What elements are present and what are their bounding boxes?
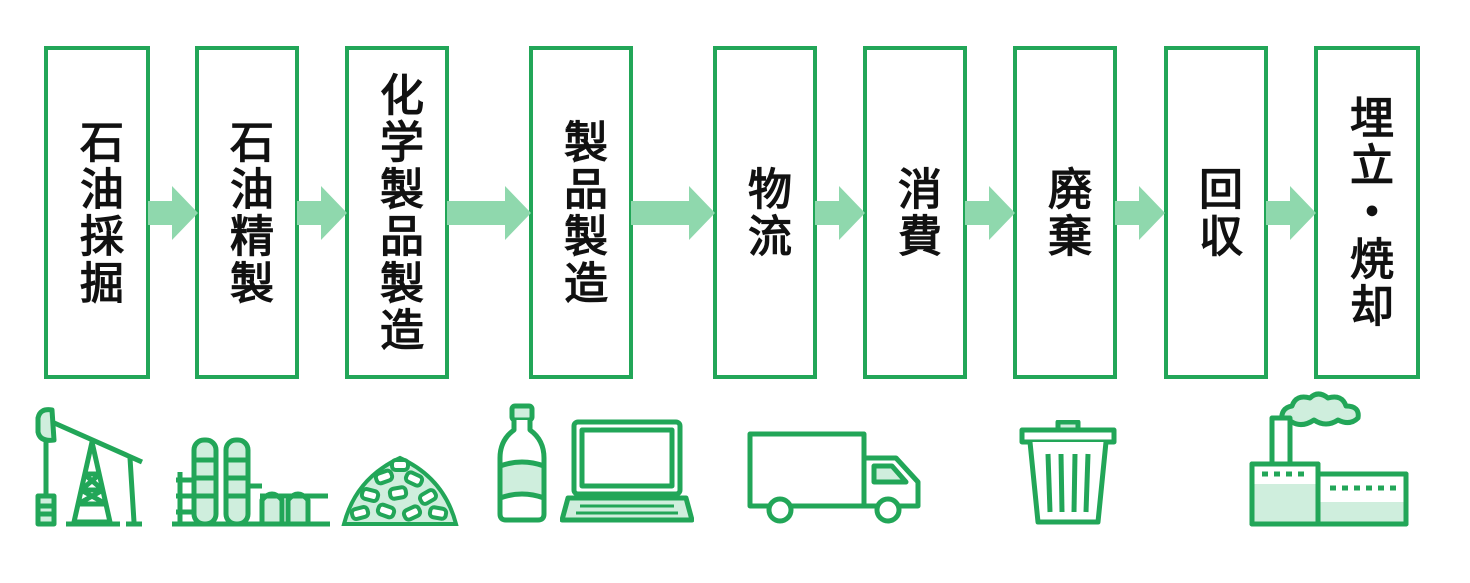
- incineration-plant-icon: [1246, 388, 1410, 528]
- trash-can-icon: [1018, 420, 1118, 526]
- arrow-icon: [148, 186, 198, 240]
- arrow-icon: [447, 186, 531, 240]
- step-label: 製品製造: [556, 118, 607, 307]
- step-disposal: 廃棄: [1013, 46, 1117, 379]
- step-label: 回収: [1191, 165, 1242, 260]
- arrow-icon: [815, 186, 865, 240]
- arrow-icon: [631, 186, 715, 240]
- step-label: 物流: [740, 165, 791, 260]
- step-consumption: 消費: [863, 46, 967, 379]
- step-oil-extraction: 石油採掘: [44, 46, 150, 379]
- step-collection: 回収: [1164, 46, 1268, 379]
- step-label: 石油採掘: [72, 118, 123, 307]
- step-logistics: 物流: [713, 46, 817, 379]
- step-label: 廃棄: [1040, 165, 1091, 260]
- arrow-icon: [1115, 186, 1165, 240]
- arrow-icon: [297, 186, 347, 240]
- refinery-icon: [170, 432, 332, 528]
- step-landfill-incineration: 埋立・焼却: [1314, 46, 1420, 379]
- step-label: 石油精製: [222, 118, 273, 307]
- plastic-bottle-icon: [496, 402, 548, 524]
- laptop-icon: [560, 418, 694, 526]
- step-oil-refining: 石油精製: [195, 46, 299, 379]
- arrow-icon: [965, 186, 1015, 240]
- arrow-icon: [1266, 186, 1316, 240]
- step-product-manufacturing: 製品製造: [529, 46, 633, 379]
- delivery-truck-icon: [746, 430, 924, 526]
- step-chemical-manufacturing: 化学製品製造: [345, 46, 449, 379]
- oil-pumpjack-icon: [30, 404, 148, 528]
- step-label: 消費: [890, 165, 941, 260]
- plastic-pellets-icon: [340, 450, 460, 528]
- step-label: 埋立・焼却: [1342, 95, 1393, 330]
- step-label: 化学製品製造: [372, 71, 423, 354]
